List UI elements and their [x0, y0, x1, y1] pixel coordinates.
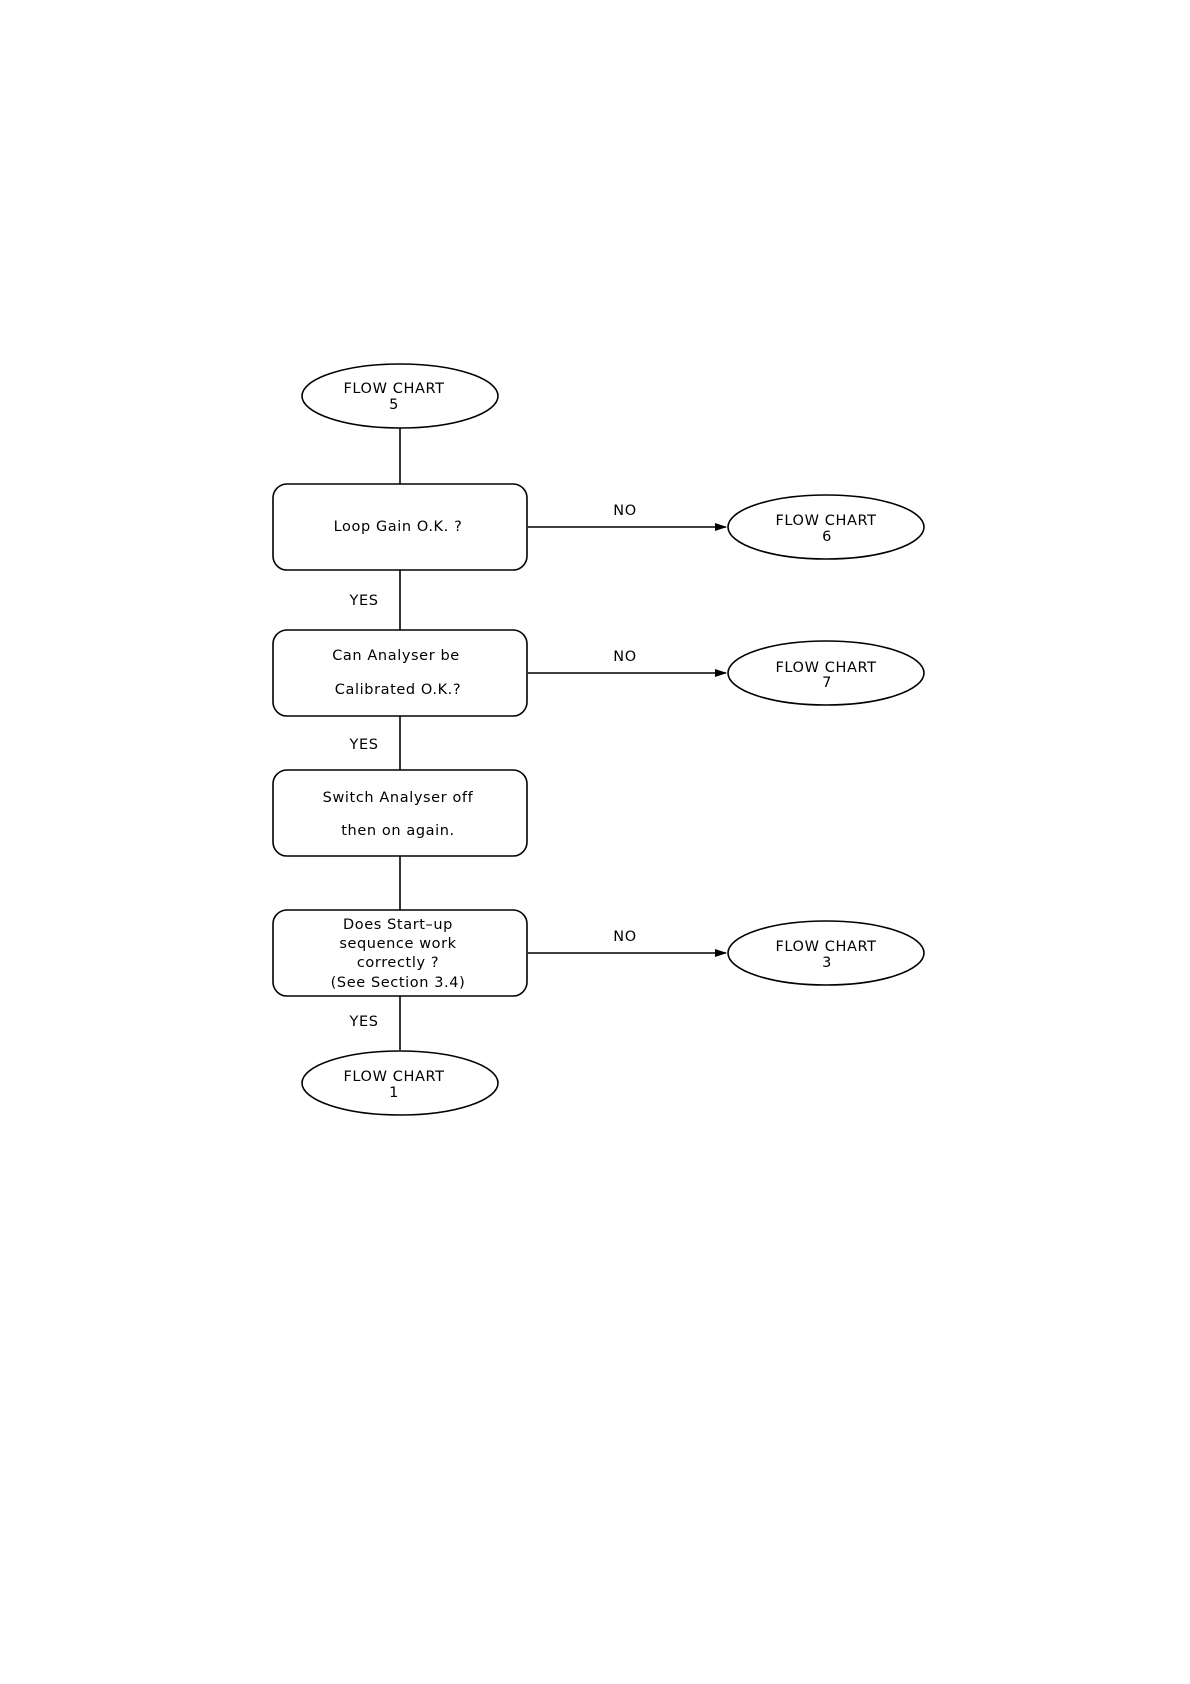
edge-label-yes: YES — [348, 1014, 378, 1030]
process-switch-analyser: Switch Analyser off then on again. — [273, 770, 527, 856]
process-text-line-2: Calibrated O.K.? — [335, 682, 461, 698]
process-box — [273, 770, 527, 856]
process-text-line-3: correctly ? — [357, 955, 439, 971]
terminal-flow-chart-5: FLOW CHART 5 — [302, 364, 498, 428]
terminal-number: 7 — [822, 675, 832, 691]
terminal-number: 6 — [822, 529, 832, 545]
decision-calibrate: Can Analyser be Calibrated O.K.? — [273, 630, 527, 716]
terminal-flow-chart-7: FLOW CHART 7 — [728, 641, 924, 705]
terminal-title: FLOW CHART — [343, 381, 444, 397]
terminal-title: FLOW CHART — [775, 513, 876, 529]
edge-label-no: NO — [613, 649, 636, 665]
process-text-line-2: sequence work — [339, 936, 456, 952]
process-text-line-1: Switch Analyser off — [323, 790, 474, 806]
process-text-line-4: (See Section 3.4) — [331, 975, 466, 991]
terminal-title: FLOW CHART — [775, 660, 876, 676]
edge-label-no: NO — [613, 503, 636, 519]
decision-startup-sequence: Does Start–up sequence work correctly ? … — [273, 910, 527, 996]
terminal-title: FLOW CHART — [775, 939, 876, 955]
process-text-line-1: Can Analyser be — [332, 648, 460, 664]
process-box — [273, 630, 527, 716]
terminal-flow-chart-1: FLOW CHART 1 — [302, 1051, 498, 1115]
terminal-title: FLOW CHART — [343, 1069, 444, 1085]
process-text-line-1: Does Start–up — [343, 917, 453, 933]
decision-loop-gain: Loop Gain O.K. ? — [273, 484, 527, 570]
terminal-flow-chart-6: FLOW CHART 6 — [728, 495, 924, 559]
terminal-number: 5 — [389, 397, 399, 413]
terminal-number: 1 — [389, 1085, 399, 1101]
terminal-flow-chart-3: FLOW CHART 3 — [728, 921, 924, 985]
process-text: Loop Gain O.K. ? — [334, 519, 463, 535]
terminal-number: 3 — [822, 955, 832, 971]
process-text-line-2: then on again. — [341, 823, 454, 839]
edge-label-yes: YES — [348, 593, 378, 609]
edge-label-no: NO — [613, 929, 636, 945]
edge-label-yes: YES — [348, 737, 378, 753]
